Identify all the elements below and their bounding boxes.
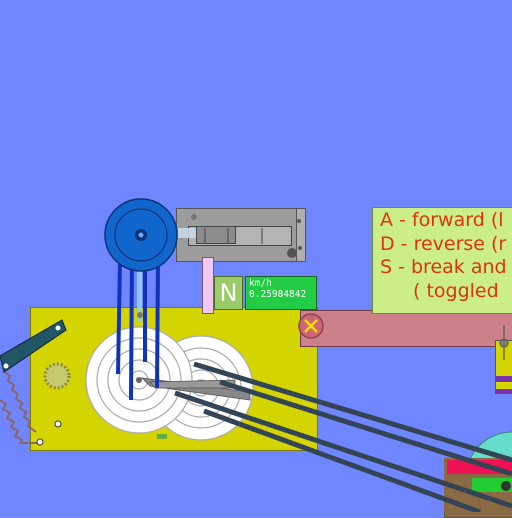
gear-label: N <box>219 279 238 307</box>
rod <box>203 408 481 512</box>
help-line-break: S - break and <box>380 256 507 278</box>
pink-rod <box>202 257 214 314</box>
controls-help-panel: A - forward (l D - reverse (r S - break … <box>372 207 512 314</box>
rod-pin <box>137 312 143 318</box>
bracket-bolt <box>191 214 197 220</box>
rod <box>219 379 512 477</box>
help-line-toggled: ( toggled <box>413 279 499 302</box>
pulley-bracket <box>178 228 196 238</box>
blue-rod <box>116 259 122 375</box>
left-disc <box>85 326 193 434</box>
post-stripe <box>495 376 512 382</box>
chassis-marker <box>157 434 167 439</box>
bracket-bolt <box>287 248 297 258</box>
arm-pin <box>3 363 9 369</box>
arm-pin <box>55 325 61 331</box>
blue-pulley <box>104 198 178 272</box>
light-rod <box>137 262 142 322</box>
bracket-slider <box>196 226 236 244</box>
gear-indicator: N <box>214 276 243 310</box>
speedometer: km/h 0.25984842 <box>245 276 317 310</box>
bracket-bolt <box>297 219 301 223</box>
rod <box>193 361 512 463</box>
bracket-bolt <box>298 246 302 250</box>
bracket-end-plate <box>296 208 306 262</box>
blue-rod <box>155 259 160 389</box>
left-arm <box>0 319 67 373</box>
post-stripe <box>495 389 512 394</box>
blue-rod <box>129 259 134 401</box>
spring-anchor <box>36 438 44 446</box>
spring-upper <box>4 371 37 433</box>
spring-lower <box>0 399 40 444</box>
speed-unit: km/h <box>249 278 272 289</box>
help-line-forward: A - forward (l <box>380 209 504 231</box>
small-gear-icon <box>43 362 71 390</box>
machine-bolt <box>501 481 511 491</box>
speed-value: 0.25984842 <box>249 289 307 300</box>
help-line-reverse: D - reverse (r <box>380 232 507 255</box>
rod <box>174 390 512 509</box>
spring-anchor <box>54 420 62 428</box>
